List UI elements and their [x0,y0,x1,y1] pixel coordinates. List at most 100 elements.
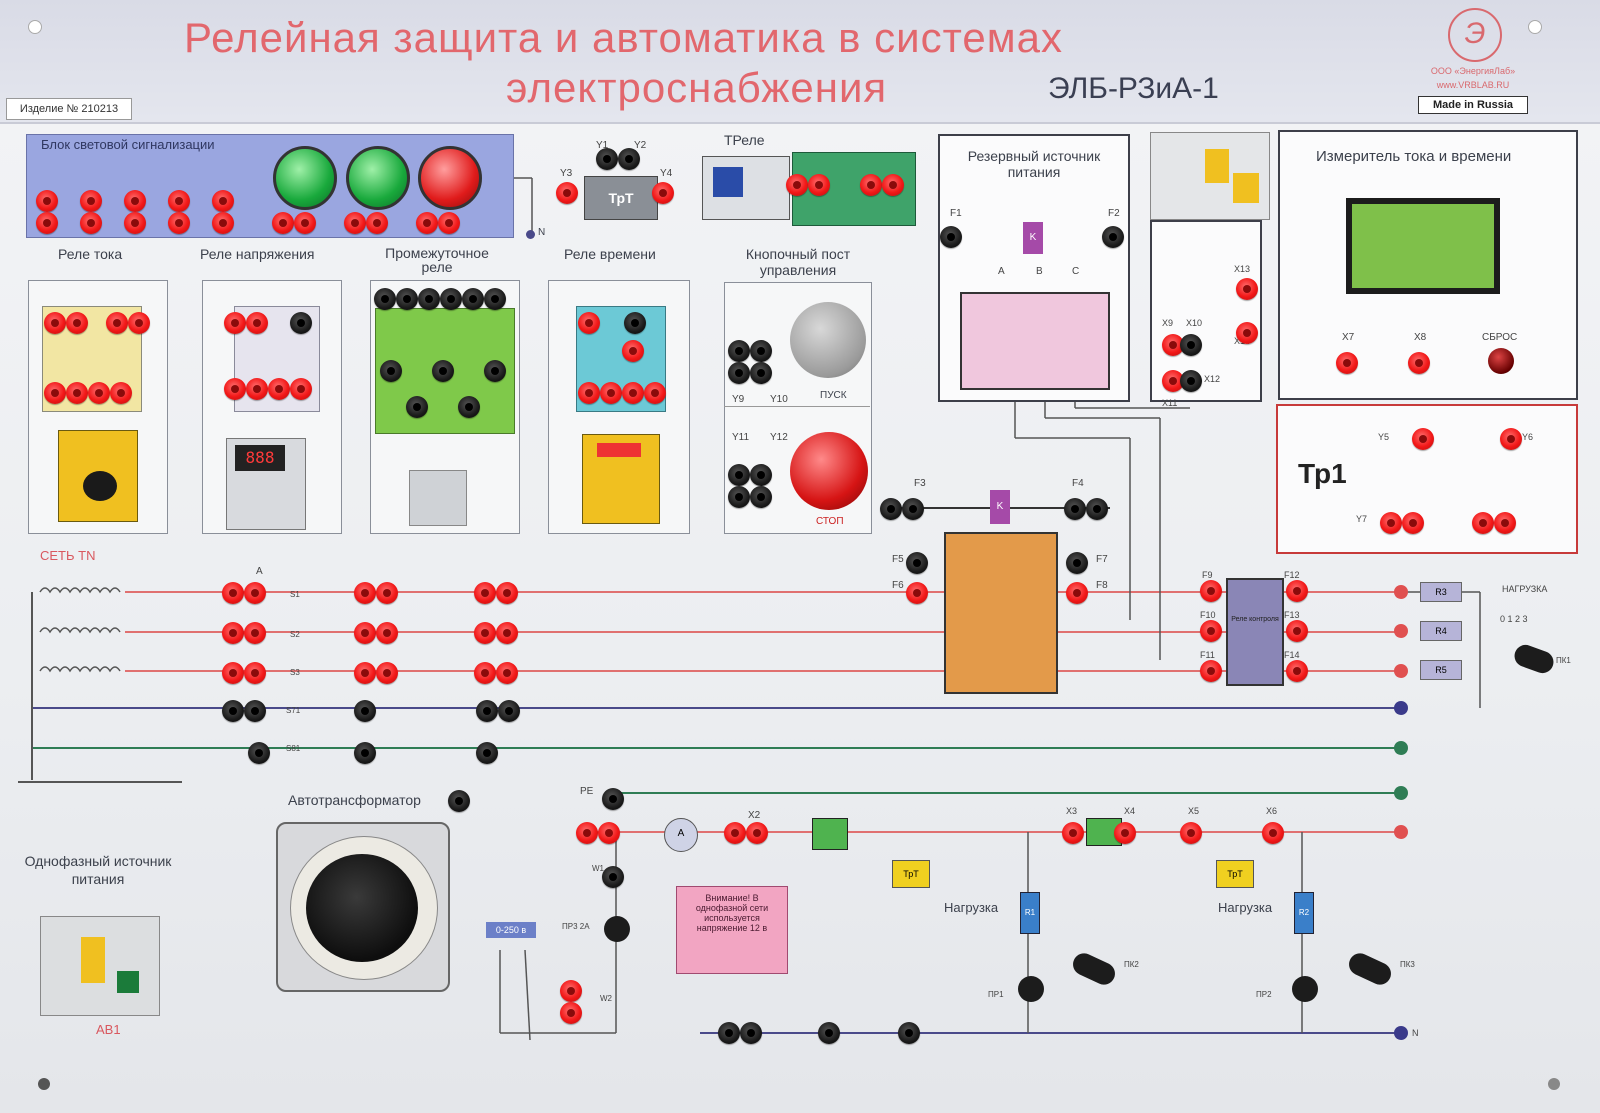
black-terminal-socket[interactable] [418,288,440,310]
red-terminal-socket[interactable] [110,382,132,404]
red-terminal-socket[interactable] [474,662,496,684]
red-terminal-socket[interactable] [560,980,582,1002]
red-terminal-socket[interactable] [906,582,928,604]
red-terminal-socket[interactable] [1380,512,1402,534]
black-terminal-socket[interactable] [354,742,376,764]
black-terminal-socket[interactable] [406,396,428,418]
red-terminal-socket[interactable] [1286,660,1308,682]
black-terminal-socket[interactable] [750,486,772,508]
fuse-pr3[interactable] [604,916,630,942]
black-terminal-socket[interactable] [476,742,498,764]
red-terminal-socket[interactable] [128,312,150,334]
fuse-pr1[interactable] [1018,976,1044,1002]
red-terminal-socket[interactable] [1200,620,1222,642]
red-terminal-socket[interactable] [36,212,58,234]
black-terminal-socket[interactable] [1066,552,1088,574]
black-terminal-socket[interactable] [374,288,396,310]
red-terminal-socket[interactable] [416,212,438,234]
red-terminal-socket[interactable] [882,174,904,196]
red-terminal-socket[interactable] [80,190,102,212]
black-terminal-socket[interactable] [498,700,520,722]
red-terminal-socket[interactable] [224,378,246,400]
fuse-pr2[interactable] [1292,976,1318,1002]
black-terminal-socket[interactable] [728,362,750,384]
red-terminal-socket[interactable] [1162,334,1184,356]
breaker-toggle-2[interactable] [1233,173,1259,203]
red-terminal-socket[interactable] [786,174,808,196]
red-terminal-socket[interactable] [576,822,598,844]
red-terminal-socket[interactable] [598,822,620,844]
red-terminal-socket[interactable] [1286,580,1308,602]
red-terminal-socket[interactable] [88,382,110,404]
red-terminal-socket[interactable] [622,340,644,362]
red-terminal-socket[interactable] [224,312,246,334]
thermal-relay-dial[interactable] [713,167,743,197]
black-terminal-socket[interactable] [222,700,244,722]
red-terminal-socket[interactable] [860,174,882,196]
red-terminal-socket[interactable] [354,662,376,684]
red-terminal-socket[interactable] [724,822,746,844]
red-terminal-socket[interactable] [222,582,244,604]
black-terminal-socket[interactable] [244,700,266,722]
black-terminal-socket[interactable] [602,788,624,810]
black-terminal-socket[interactable] [718,1022,740,1044]
red-terminal-socket[interactable] [168,212,190,234]
red-terminal-socket[interactable] [1236,278,1258,300]
red-terminal-socket[interactable] [1336,352,1358,374]
black-terminal-socket[interactable] [484,360,506,382]
red-terminal-socket[interactable] [246,312,268,334]
red-terminal-socket[interactable] [80,212,102,234]
red-terminal-socket[interactable] [354,622,376,644]
red-terminal-socket[interactable] [1114,822,1136,844]
red-terminal-socket[interactable] [496,662,518,684]
black-terminal-socket[interactable] [448,790,470,812]
red-terminal-socket[interactable] [1200,660,1222,682]
red-terminal-socket[interactable] [106,312,128,334]
red-terminal-socket[interactable] [578,382,600,404]
black-terminal-socket[interactable] [618,148,640,170]
black-terminal-socket[interactable] [290,312,312,334]
red-terminal-socket[interactable] [294,212,316,234]
time-relay-dip-switch[interactable] [597,443,641,457]
black-terminal-socket[interactable] [396,288,418,310]
black-terminal-socket[interactable] [476,700,498,722]
red-terminal-socket[interactable] [354,582,376,604]
red-terminal-socket[interactable] [124,212,146,234]
red-terminal-socket[interactable] [1408,352,1430,374]
black-terminal-socket[interactable] [248,742,270,764]
red-terminal-socket[interactable] [44,382,66,404]
red-terminal-socket[interactable] [1062,822,1084,844]
black-terminal-socket[interactable] [818,1022,840,1044]
red-terminal-socket[interactable] [222,662,244,684]
red-terminal-socket[interactable] [644,382,666,404]
red-terminal-socket[interactable] [344,212,366,234]
red-terminal-socket[interactable] [268,378,290,400]
start-button[interactable] [790,302,866,378]
red-terminal-socket[interactable] [212,190,234,212]
red-terminal-socket[interactable] [168,190,190,212]
autotransformer-knob[interactable] [306,854,418,962]
black-terminal-socket[interactable] [596,148,618,170]
red-terminal-socket[interactable] [376,582,398,604]
red-terminal-socket[interactable] [1500,428,1522,450]
black-terminal-socket[interactable] [750,464,772,486]
stop-button[interactable] [790,432,868,510]
breaker-toggle-1[interactable] [1205,149,1229,183]
single-switch[interactable] [812,818,848,850]
red-terminal-socket[interactable] [246,378,268,400]
black-terminal-socket[interactable] [440,288,462,310]
black-terminal-socket[interactable] [728,464,750,486]
red-terminal-socket[interactable] [1200,580,1222,602]
black-terminal-socket[interactable] [880,498,902,520]
red-terminal-socket[interactable] [376,622,398,644]
red-terminal-socket[interactable] [560,1002,582,1024]
black-terminal-socket[interactable] [602,866,624,888]
black-terminal-socket[interactable] [1086,498,1108,520]
red-terminal-socket[interactable] [600,382,622,404]
black-terminal-socket[interactable] [728,486,750,508]
n-socket[interactable] [526,230,535,239]
ab1-toggle[interactable] [81,937,105,983]
black-terminal-socket[interactable] [898,1022,920,1044]
red-terminal-socket[interactable] [474,622,496,644]
red-terminal-socket[interactable] [438,212,460,234]
